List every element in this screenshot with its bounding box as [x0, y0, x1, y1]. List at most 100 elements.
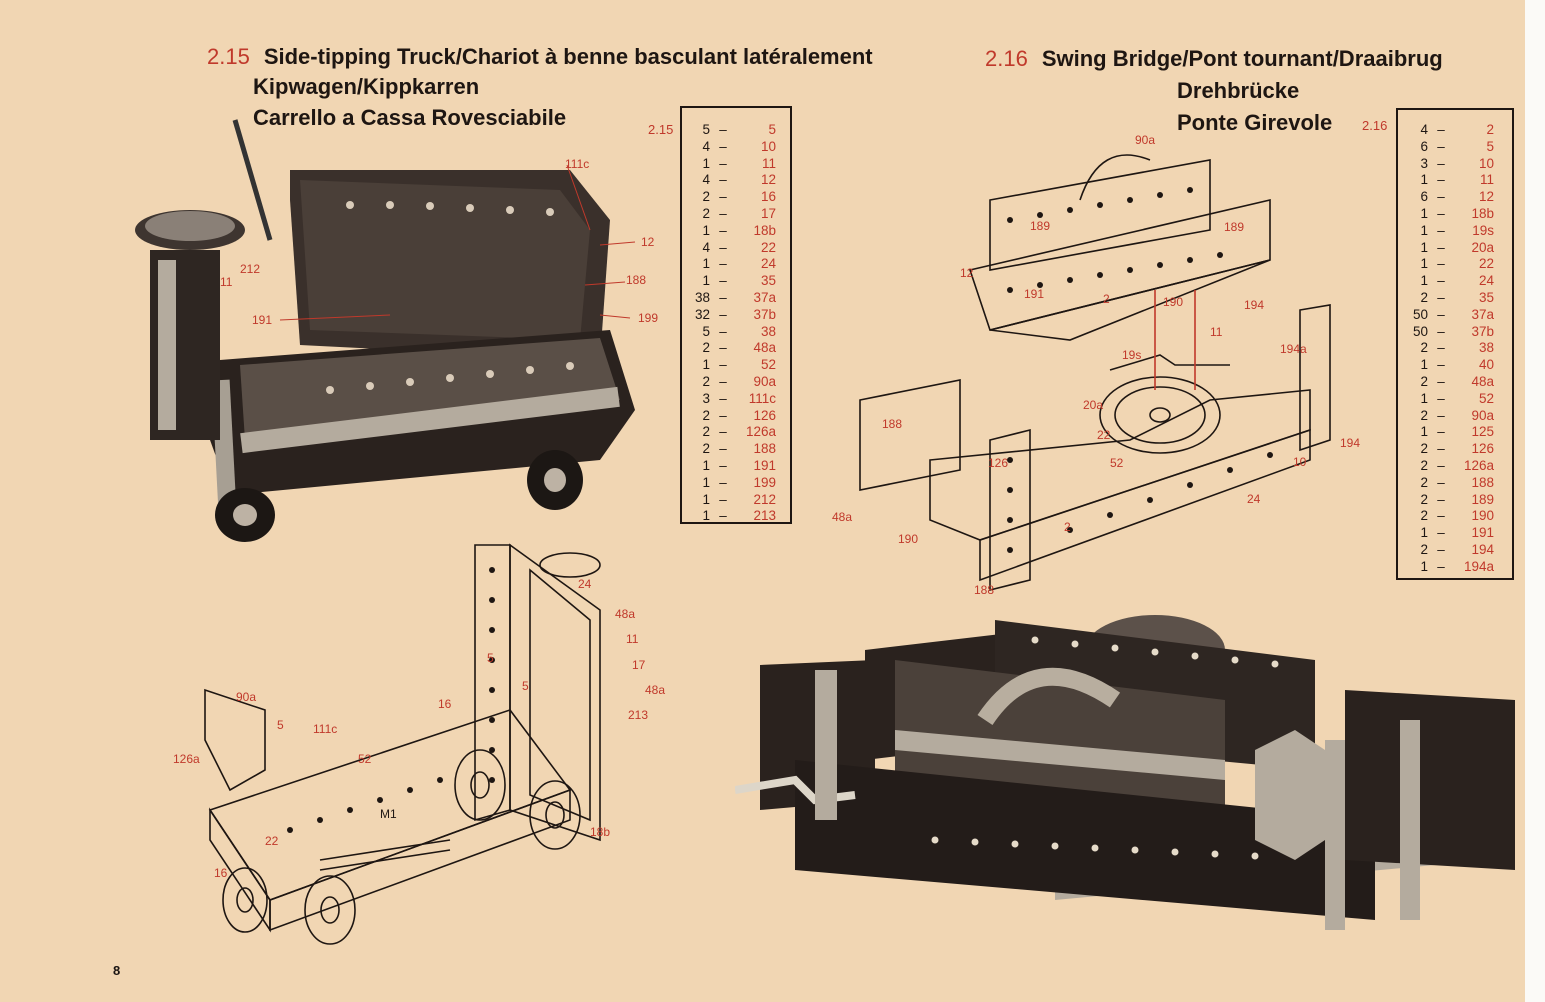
part-quantity: 32 — [694, 306, 710, 322]
truck-drawing — [204, 543, 601, 945]
part-quantity: 50 — [1412, 306, 1428, 322]
parts-row: 1–18b — [688, 223, 790, 240]
part-quantity: 1 — [1420, 273, 1428, 289]
part-quantity: 1 — [702, 474, 710, 490]
separator-dash: – — [719, 407, 727, 423]
part-quantity: 4 — [702, 239, 710, 255]
separator-dash: – — [1437, 357, 1445, 373]
part-quantity: 1 — [1420, 390, 1428, 406]
parts-row: 5–5 — [688, 122, 790, 139]
separator-dash: – — [1437, 457, 1445, 473]
part-number: 24 — [760, 256, 776, 272]
part-quantity: 4 — [702, 138, 710, 154]
title-line-3: Ponte Girevole — [1177, 110, 1333, 135]
part-number: 11 — [1479, 172, 1494, 188]
parts-row: 2–188 — [1406, 475, 1512, 492]
part-number: 12 — [1478, 189, 1494, 205]
part-quantity: 1 — [702, 508, 710, 524]
part-quantity: 2 — [702, 441, 710, 457]
callout: 2 — [1064, 520, 1071, 534]
bridge-drawing — [859, 154, 1331, 592]
part-quantity: 2 — [1420, 441, 1428, 457]
callout: 191 — [1024, 287, 1045, 301]
part-number: 191 — [1471, 525, 1494, 541]
parts-row: 2–188 — [688, 441, 790, 458]
part-number: 191 — [753, 457, 776, 473]
separator-dash: – — [719, 306, 727, 322]
part-number: 37a — [753, 289, 776, 305]
parts-row: 2–126a — [688, 424, 790, 441]
separator-dash: – — [1437, 525, 1445, 541]
part-quantity: 1 — [1420, 558, 1428, 574]
parts-row: 1–22 — [1406, 256, 1512, 273]
callout: 11 — [1210, 325, 1223, 339]
part-quantity: 2 — [702, 340, 710, 356]
callout: 20a — [1083, 398, 1104, 412]
parts-row: 50–37a — [1406, 307, 1512, 324]
part-number: 188 — [1471, 474, 1494, 490]
part-quantity: 2 — [1420, 508, 1428, 524]
separator-dash: – — [1437, 508, 1445, 524]
part-number: 11 — [761, 155, 776, 171]
parts-row: 1–35 — [688, 273, 790, 290]
part-number: 16 — [760, 189, 776, 205]
part-number: 194a — [1463, 558, 1494, 574]
callout: 5 — [487, 651, 494, 665]
part-quantity: 2 — [1420, 289, 1428, 305]
separator-dash: – — [719, 239, 727, 255]
parts-row: 4–10 — [688, 139, 790, 156]
separator-dash: – — [719, 273, 727, 289]
parts-box-label: 2.15 — [648, 122, 674, 137]
part-quantity: 1 — [1420, 172, 1428, 188]
parts-row: 2–48a — [688, 340, 790, 357]
part-quantity: 38 — [694, 289, 710, 305]
separator-dash: – — [1437, 474, 1445, 490]
part-number: 126 — [753, 407, 776, 423]
separator-dash: – — [1437, 256, 1445, 272]
separator-dash: – — [1437, 541, 1445, 557]
part-quantity: 1 — [1420, 424, 1428, 440]
separator-dash: – — [1437, 390, 1445, 406]
separator-dash: – — [719, 508, 727, 524]
separator-dash: – — [719, 155, 727, 171]
part-number: 48a — [753, 340, 776, 356]
callout: 194a — [1280, 342, 1307, 356]
part-number: 189 — [1471, 491, 1494, 507]
parts-row: 2–90a — [1406, 408, 1512, 425]
part-quantity: 2 — [702, 373, 710, 389]
part-number: 18b — [1471, 205, 1494, 221]
part-quantity: 1 — [1420, 525, 1428, 541]
callout: 22 — [1097, 428, 1111, 442]
part-number: 2 — [1486, 122, 1494, 137]
model-number: 2.15 — [207, 44, 250, 69]
callout: 189 — [1224, 220, 1245, 234]
parts-row: 6–12 — [1406, 189, 1512, 206]
part-number: 194 — [1471, 541, 1494, 557]
part-quantity: 2 — [1420, 340, 1428, 356]
part-quantity: 1 — [702, 256, 710, 272]
part-quantity: 2 — [702, 205, 710, 221]
callout: 2 — [1103, 292, 1110, 306]
parts-row: 32–37b — [688, 307, 790, 324]
part-number: 190 — [1471, 508, 1494, 524]
part-number: 22 — [1478, 256, 1494, 272]
part-quantity: 6 — [1420, 138, 1428, 154]
parts-row: 50–37b — [1406, 324, 1512, 341]
separator-dash: – — [1437, 373, 1445, 389]
parts-row: 1–18b — [1406, 206, 1512, 223]
part-quantity: 2 — [702, 424, 710, 440]
parts-row: 1–199 — [688, 475, 790, 492]
callout: 12 — [960, 266, 974, 280]
parts-row: 1–213 — [688, 508, 790, 525]
parts-row: 6–5 — [1406, 139, 1512, 156]
callout: 16 — [214, 866, 228, 880]
callout: 111c — [565, 157, 590, 171]
separator-dash: – — [719, 289, 727, 305]
callout: 213 — [628, 708, 649, 722]
separator-dash: – — [1437, 558, 1445, 574]
part-number: 111c — [748, 390, 776, 406]
separator-dash: – — [1437, 122, 1445, 137]
part-quantity: 1 — [1420, 357, 1428, 373]
separator-dash: – — [1437, 138, 1445, 154]
